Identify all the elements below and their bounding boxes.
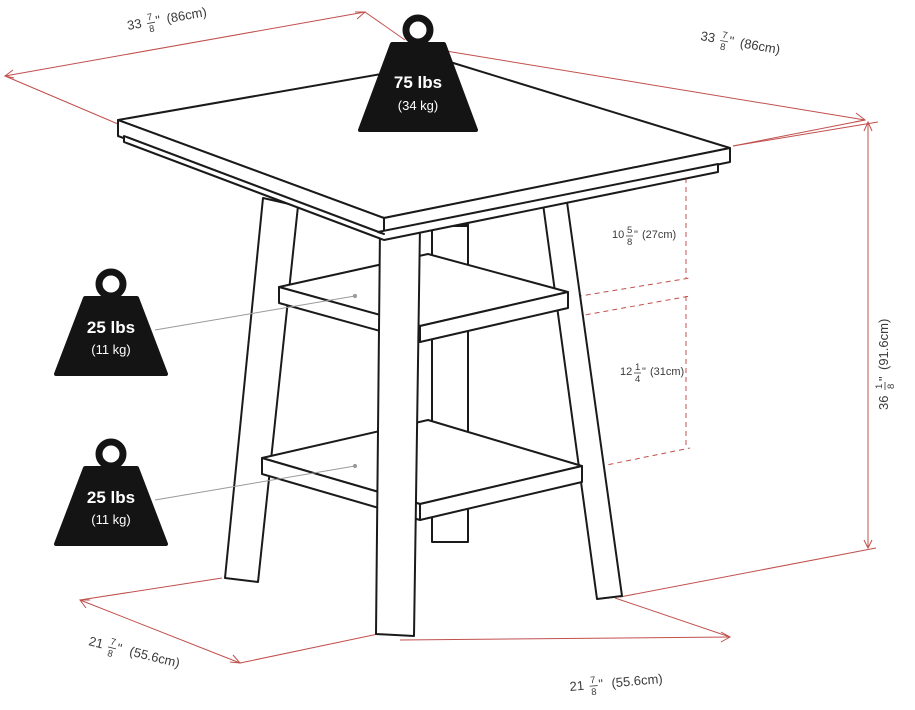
top-depth-num: 7 [721,30,728,42]
base-depth-ext [614,597,731,638]
top-width-ext-left [4,75,119,125]
upper-spacing-num: 5 [627,225,632,236]
top-width-unit: " [154,12,162,28]
base-depth-whole: 21 [569,678,585,694]
base-width-den: 8 [106,648,114,660]
height-num: 1 [874,384,885,389]
top-depth-ext-right [732,119,866,147]
table-drawing [117,61,731,637]
upper-shelf-weight-lbs: 25 lbs [87,318,135,337]
base-depth-den: 8 [591,687,597,698]
weight-icon-lower-shelf: 25 lbs (11 kg) [54,438,168,546]
kettlebell-icon [54,466,168,546]
base-width-num: 7 [109,636,117,648]
table-leg-left [224,197,299,583]
base-width-arrow-right [229,654,242,664]
label-upper-spacing: 10 5 8 " (27cm) [612,225,676,248]
base-depth-num: 7 [590,675,596,686]
lower-shelf-dot [352,463,358,469]
height-whole: 36 [876,396,891,410]
label-height: 36 1 8 " (91.6cm) [874,319,897,410]
lower-spacing-num: 1 [635,362,640,373]
weight-icon-ring [95,438,127,470]
top-width-den: 8 [148,23,155,35]
lower-spacing-metric: (31cm) [650,366,684,378]
lower-shelf-weight-kg: (11 kg) [91,512,131,527]
lower-spacing-unit: " [642,366,646,378]
top-width-whole: 33 [126,16,143,33]
tabletop-apron [123,135,719,241]
height-ext-top [732,121,879,147]
top-width-frac-bar [147,21,156,24]
label-base-depth: 21 7 8 " (55.6cm) [569,671,663,698]
top-width-num: 7 [146,12,153,24]
top-depth-whole: 33 [699,28,716,45]
upper-shelf-dot [352,293,358,299]
height-unit: " [876,376,891,381]
height-arrow-top [863,120,873,132]
upper-shelf-weight-kg: (11 kg) [91,342,131,357]
upper-spacing-whole: 10 [612,229,624,241]
kettlebell-icon [358,42,478,132]
upper-spacing-metric: (27cm) [642,229,676,241]
weight-icon-tabletop: 75 lbs (34 kg) [358,14,478,132]
kettlebell-icon [54,296,168,376]
base-depth-line [399,636,731,641]
base-width-ext-left [79,577,223,601]
upper-spacing-ext-bottom [567,277,691,299]
base-depth-arrow-right [720,631,732,643]
base-depth-unit: " [598,676,604,691]
tabletop-weight-kg: (34 kg) [398,98,438,113]
base-width-ext-right [239,633,379,664]
base-width-unit: " [115,640,123,656]
table-leg-front [375,225,421,637]
weight-icon-ring [95,268,127,300]
lower-shelf-weight-lbs: 25 lbs [87,488,135,507]
label-top-depth: 33 7 8 " (86cm) [699,28,781,57]
base-depth-frac-bar [589,685,598,687]
lower-shelf-leader [154,465,356,501]
base-width-line [79,599,241,664]
top-depth-frac-bar [720,40,729,43]
height-arrow-bottom [863,539,873,550]
top-width-line [4,11,366,77]
base-width-arrow-left [79,599,90,609]
base-depth-metric: (55.6cm) [611,671,663,690]
lower-spacing-den: 4 [635,374,640,385]
top-width-metric: (86cm) [165,4,207,26]
label-base-width: 21 7 8 " (55.6cm) [87,633,181,671]
base-width-metric: (55.6cm) [128,644,181,671]
base-width-whole: 21 [87,633,105,651]
base-width-frac-bar [108,646,116,650]
weight-leaders [154,293,358,501]
tabletop-weight-lbs: 75 lbs [394,73,442,92]
upper-shelf-side [419,291,569,343]
top-width-ext-right [364,11,406,41]
upper-spacing-unit: " [634,229,638,241]
lower-shelf-side [419,465,583,521]
lower-spacing-ext-top [567,295,691,319]
top-depth-unit: " [728,33,736,49]
upper-shelf-leader [154,295,356,331]
height-ext-bottom [619,547,877,598]
height-den: 8 [886,384,897,389]
top-depth-line [439,49,866,121]
top-depth-den: 8 [719,42,726,54]
lower-spacing-whole: 12 [620,366,632,378]
label-lower-spacing: 12 1 4 " (31cm) [620,362,684,385]
weight-icon-ring [402,14,434,46]
label-top-width: 33 7 8 " (86cm) [126,4,208,35]
table-leg-right [542,201,623,600]
top-depth-metric: (86cm) [739,35,781,57]
upper-spacing-den: 8 [627,237,632,248]
height-metric: (91.6cm) [876,319,891,370]
weight-icon-upper-shelf: 25 lbs (11 kg) [54,268,168,376]
